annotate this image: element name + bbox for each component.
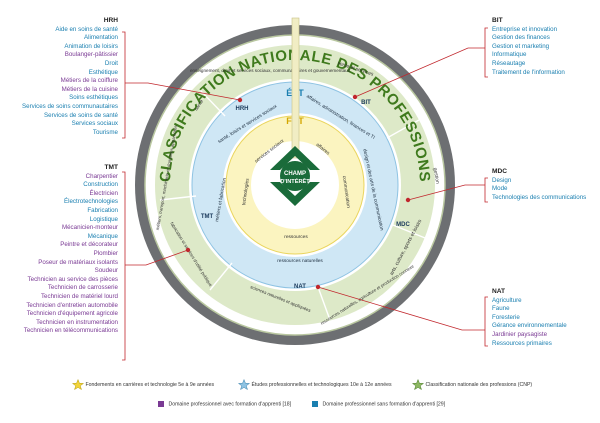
mdc-item: Mode (492, 185, 508, 193)
hrh-item: Droit (104, 59, 118, 67)
tmt-item: Construction (83, 181, 118, 189)
nat-item: Gérance environnementale (492, 322, 567, 330)
tmt-item: Peintre et décorateur (60, 241, 118, 249)
tmt-item: Poseur de matériaux isolants (38, 258, 118, 266)
mdc-heading: MDC (492, 168, 508, 175)
hrh-item: Tourisme (92, 128, 118, 136)
tmt-item: Plombier (93, 249, 118, 257)
legend-ept: Études professionnelles et technologique… (238, 379, 392, 390)
hrh-item: Esthétique (88, 68, 118, 76)
legend-fct-label: Fondements en carrières et technologie 5… (85, 381, 215, 388)
hrh-item: Aide en soins de santé (55, 25, 118, 33)
bit-heading: BIT (492, 17, 503, 24)
tmt-item: Technicien d'équipement agricole (26, 310, 118, 318)
code-nat: NAT (294, 284, 306, 290)
fct-label-communication: communication (341, 175, 351, 208)
legend-cnp: Classification nationale des professions… (412, 379, 532, 390)
tmt-item: Électrotechnologies (63, 198, 118, 206)
star-yellow-icon (72, 379, 84, 390)
hrh-item: Soins esthétiques (69, 94, 118, 102)
hrh-item: Métiers de la coiffure (60, 77, 118, 85)
bit-item: Traitement de l'information (492, 68, 565, 76)
bit-item: Gestion des finances (492, 34, 550, 42)
chevron-down-icon (270, 182, 320, 206)
leader-lines (125, 47, 485, 331)
hrh-heading: HRH (103, 17, 118, 24)
tmt-item: Électricien (89, 189, 118, 197)
tmt-item: Mécanique (87, 232, 118, 240)
code-bit: BIT (361, 100, 371, 106)
purple-swatch (158, 401, 164, 407)
teal-swatch (312, 401, 318, 407)
nat-item: Ressources primaires (492, 339, 552, 347)
tmt-item: Charpentier (85, 172, 118, 180)
legend-without-apprentice: Domaine professionnel sans formation d'a… (312, 401, 445, 407)
legend-without-apprentice-label: Domaine professionnel sans formation d'a… (322, 401, 446, 408)
tmt-item: Technicien d'entretien automobile (26, 301, 118, 309)
legend-fct: Fondements en carrières et technologie 5… (72, 379, 214, 390)
star-green-icon (412, 379, 424, 390)
cnp-label-enseignement: enseignement, droit et services sociaux,… (190, 68, 351, 73)
tmt-item: Technicien en instrumentation (36, 318, 118, 326)
hrh-item: Alimentation (83, 34, 118, 42)
mdc-item: Design (492, 176, 512, 184)
fct-label-ressources: ressources (284, 234, 308, 240)
tmt-heading: TMT (104, 164, 118, 171)
center-title-2: D'INTÉRÊT (280, 177, 310, 185)
bit-item: Entreprise et innovation (492, 25, 558, 33)
ept-label-nat: ressources naturelles (277, 258, 323, 264)
domain-codes: HRH BIT MDC NAT TMT (201, 100, 411, 290)
bit-item: Informatique (492, 51, 527, 59)
tmt-item: Technicien en télécommunications (23, 327, 118, 335)
legend-with-apprentice: Domaine professionnel avec formation d'a… (158, 401, 291, 407)
tmt-item: Technicien de carrosserie (47, 284, 118, 292)
hrh-item: Boulanger-pâtissier (64, 51, 118, 59)
nat-item: Foresterie (492, 313, 520, 321)
code-tmt: TMT (201, 214, 214, 220)
hrh-item: Services de soins de santé (44, 111, 118, 119)
fct-label-technologies: technologies (241, 178, 251, 206)
mdc-item: Technologies des communications (492, 193, 587, 201)
center-emblem: CHAMP D'INTÉRÊT (270, 17, 320, 206)
star-blue-icon (238, 379, 250, 390)
cnp-label-gestion: gestion (432, 167, 441, 184)
tmt-item: Fabrication (87, 206, 118, 214)
legend-with-apprentice-label: Domaine professionnel avec formation d'a… (168, 401, 292, 408)
tmt-item: Mécanicien-monteur (61, 224, 118, 232)
nat-heading: NAT (492, 288, 506, 295)
nat-item: Jardinier paysagiste (492, 330, 548, 338)
bit-item: Gestion et marketing (492, 42, 550, 50)
nat-item: Faune (492, 305, 510, 313)
legend-cnp-label: Classification nationale des professions… (425, 381, 533, 388)
hrh-item: Métiers de la cuisine (61, 85, 118, 93)
code-mdc: MDC (396, 222, 410, 228)
bit-item: Réseautage (492, 59, 526, 67)
tmt-item: Soudeur (94, 267, 118, 275)
center-title-1: CHAMP (284, 171, 306, 177)
brackets (122, 27, 488, 361)
tmt-item: Logistique (89, 215, 118, 223)
tmt-item: Technicien de matériel lourd (40, 292, 118, 300)
hrh-item: Services sociaux (71, 120, 118, 128)
pointer-needle (291, 17, 300, 159)
chevron-up-icon (270, 146, 320, 170)
tmt-item: Technicien au service des pièces (27, 275, 118, 283)
hrh-item: Services de soins communautaires (22, 102, 118, 110)
legend-ept-label: Études professionnelles et technologique… (251, 381, 392, 388)
nat-item: Agriculture (492, 296, 522, 304)
hrh-item: Animation de loisirs (64, 42, 118, 50)
code-hrh: HRH (236, 106, 249, 112)
